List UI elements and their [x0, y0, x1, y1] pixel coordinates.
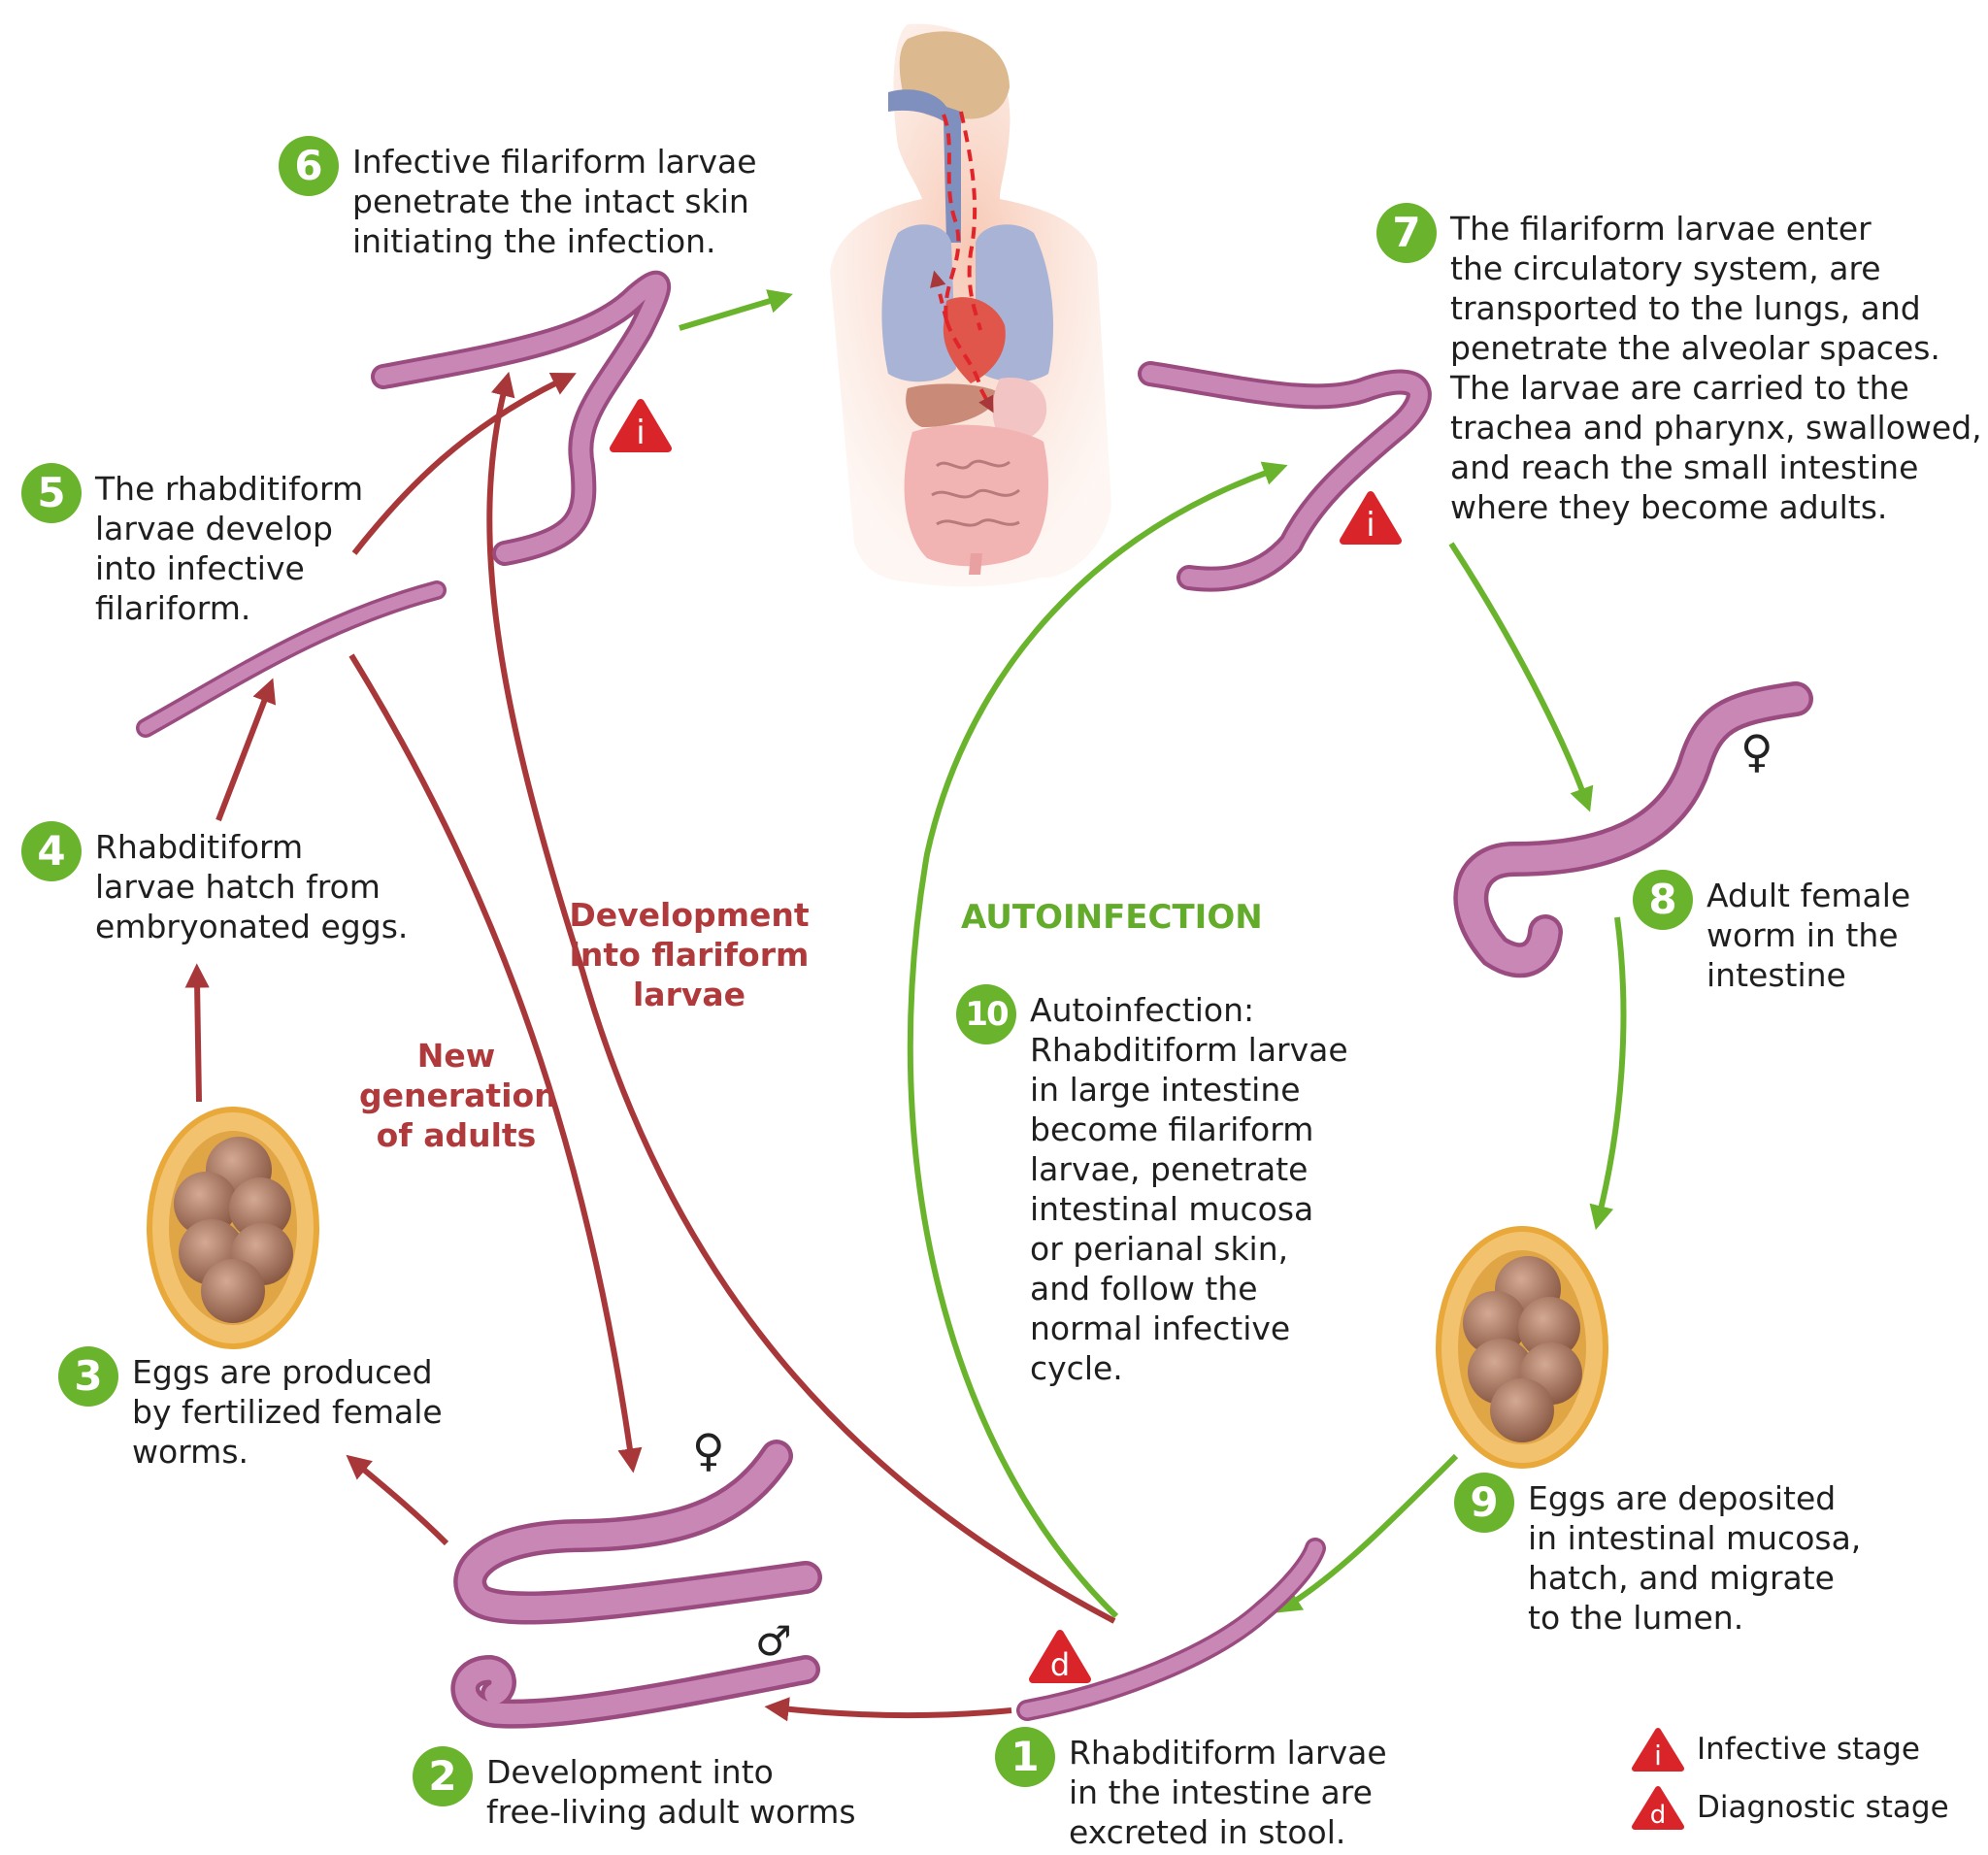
- legend-diagnostic-text: Diagnostic stage: [1697, 1790, 1949, 1825]
- autoinfection-label: AUTOINFECTION: [961, 898, 1263, 937]
- step-text: Eggs are deposited in intestinal mucosa,…: [1528, 1479, 1862, 1637]
- arrow-5-to-6: [351, 373, 577, 555]
- arrow-3-to-4: [184, 963, 210, 1103]
- stomach: [992, 378, 1047, 441]
- egg-cluster-3: [147, 1107, 319, 1349]
- svg-text:i: i: [636, 414, 645, 452]
- human-body-figure: [830, 23, 1111, 587]
- step-number: 10: [956, 984, 1016, 1044]
- intestines: [904, 424, 1048, 567]
- step-text: The filariform larvae enter the circulat…: [1450, 210, 1982, 526]
- rhabditiform-larva-5: [136, 580, 447, 738]
- step-2: 2 Development into free-living adult wor…: [413, 1746, 856, 1832]
- green-arrows: [679, 289, 1627, 1619]
- legend-diagnostic: d Diagnostic stage: [1631, 1784, 1949, 1831]
- female-symbol-8: ♀: [1740, 725, 1773, 778]
- migration-path: [942, 114, 988, 403]
- step-number: 2: [413, 1746, 473, 1806]
- legend-infective: i Infective stage: [1631, 1726, 1920, 1772]
- step-text: Rhabditiform larvae hatch from embryonat…: [95, 828, 409, 945]
- svg-text:i: i: [1366, 506, 1375, 545]
- diagnostic-marker-1: d: [1029, 1630, 1091, 1683]
- step-5: 5 The rhabditiform larvae develop into i…: [21, 463, 364, 628]
- free-living-male-worm: [450, 1654, 820, 1729]
- step-text: Eggs are produced by fertilized female w…: [132, 1353, 443, 1471]
- step-3: 3 Eggs are produced by fertilized female…: [58, 1346, 443, 1472]
- lung-left: [881, 224, 956, 382]
- female-symbol-2: ♀: [692, 1424, 725, 1476]
- free-living-female-worm: [453, 1440, 822, 1625]
- step-text: Rhabditiform larvae in the intestine are…: [1069, 1734, 1387, 1851]
- arrow-6-to-body: [679, 289, 793, 331]
- arrow-2-to-3: [346, 1454, 449, 1546]
- svg-text:d: d: [1050, 1646, 1070, 1683]
- red-arrows: [184, 371, 1116, 1722]
- step-text: Infective filariform larvae penetrate th…: [352, 143, 757, 260]
- step-7: 7 The filariform larvae enter the circul…: [1376, 203, 1982, 527]
- diagnostic-stage-icon: d: [1632, 1786, 1684, 1830]
- step-8: 8 Adult female worm in the intestine: [1633, 870, 1911, 995]
- rectum: [969, 553, 982, 575]
- male-symbol-2: ♂: [755, 1617, 792, 1665]
- arrow-8-to-9: [1589, 916, 1627, 1231]
- step-text: Autoinfection: Rhabditiform larvae in la…: [1030, 991, 1348, 1387]
- arrow-new-generation: [348, 653, 643, 1474]
- step-text: Adult female worm in the intestine: [1706, 877, 1911, 994]
- filariform-worm-7: [1138, 361, 1432, 592]
- step-number: 1: [995, 1727, 1055, 1787]
- step-6: 6 Infective filariform larvae penetrate …: [279, 136, 757, 261]
- step-9: 9 Eggs are deposited in intestinal mucos…: [1454, 1473, 1862, 1638]
- arrow-9-to-1: [1276, 1453, 1459, 1613]
- new-generation-label: New generation of adults: [359, 1037, 557, 1154]
- arrow-7-to-8: [1448, 542, 1594, 812]
- infective-marker-6: i: [610, 399, 672, 452]
- svg-text:i: i: [1654, 1739, 1662, 1772]
- step-number: 5: [21, 463, 82, 523]
- step-4: 4 Rhabditiform larvae hatch from embryon…: [21, 821, 409, 946]
- step-text: Development into free-living adult worms: [486, 1753, 856, 1831]
- step-number: 7: [1376, 203, 1437, 263]
- heart: [943, 297, 1006, 383]
- step-number: 9: [1454, 1473, 1514, 1533]
- infective-stage-icon: i: [1632, 1728, 1684, 1772]
- step-text: The rhabditiform larvae develop into inf…: [95, 470, 364, 627]
- development-label: Development into flariform larvae: [569, 896, 810, 1013]
- nasal-airway: [888, 89, 961, 243]
- step-1: 1 Rhabditiform larvae in the intestine a…: [995, 1727, 1387, 1852]
- step-number: 6: [279, 136, 339, 196]
- step-number: 4: [21, 821, 82, 881]
- adult-female-worm-8: [1453, 681, 1813, 978]
- filariform-worm-6: [371, 270, 672, 566]
- infective-marker-7: i: [1340, 491, 1402, 545]
- arrow-autoinfection: [907, 461, 1288, 1619]
- arrow-4-to-5: [215, 678, 277, 822]
- worms: [136, 270, 1813, 1729]
- egg-cluster-9: [1436, 1226, 1608, 1469]
- step-10: 10 Autoinfection: Rhabditiform larvae in…: [956, 984, 1348, 1388]
- step-number: 3: [58, 1346, 118, 1407]
- step-number: 8: [1633, 870, 1693, 930]
- rhabditiform-larva-1: [1016, 1538, 1326, 1721]
- arrow-1-to-2: [764, 1697, 1012, 1722]
- svg-text:d: d: [1650, 1801, 1667, 1830]
- legend-infective-text: Infective stage: [1697, 1732, 1920, 1767]
- arrow-development: [486, 371, 1116, 1624]
